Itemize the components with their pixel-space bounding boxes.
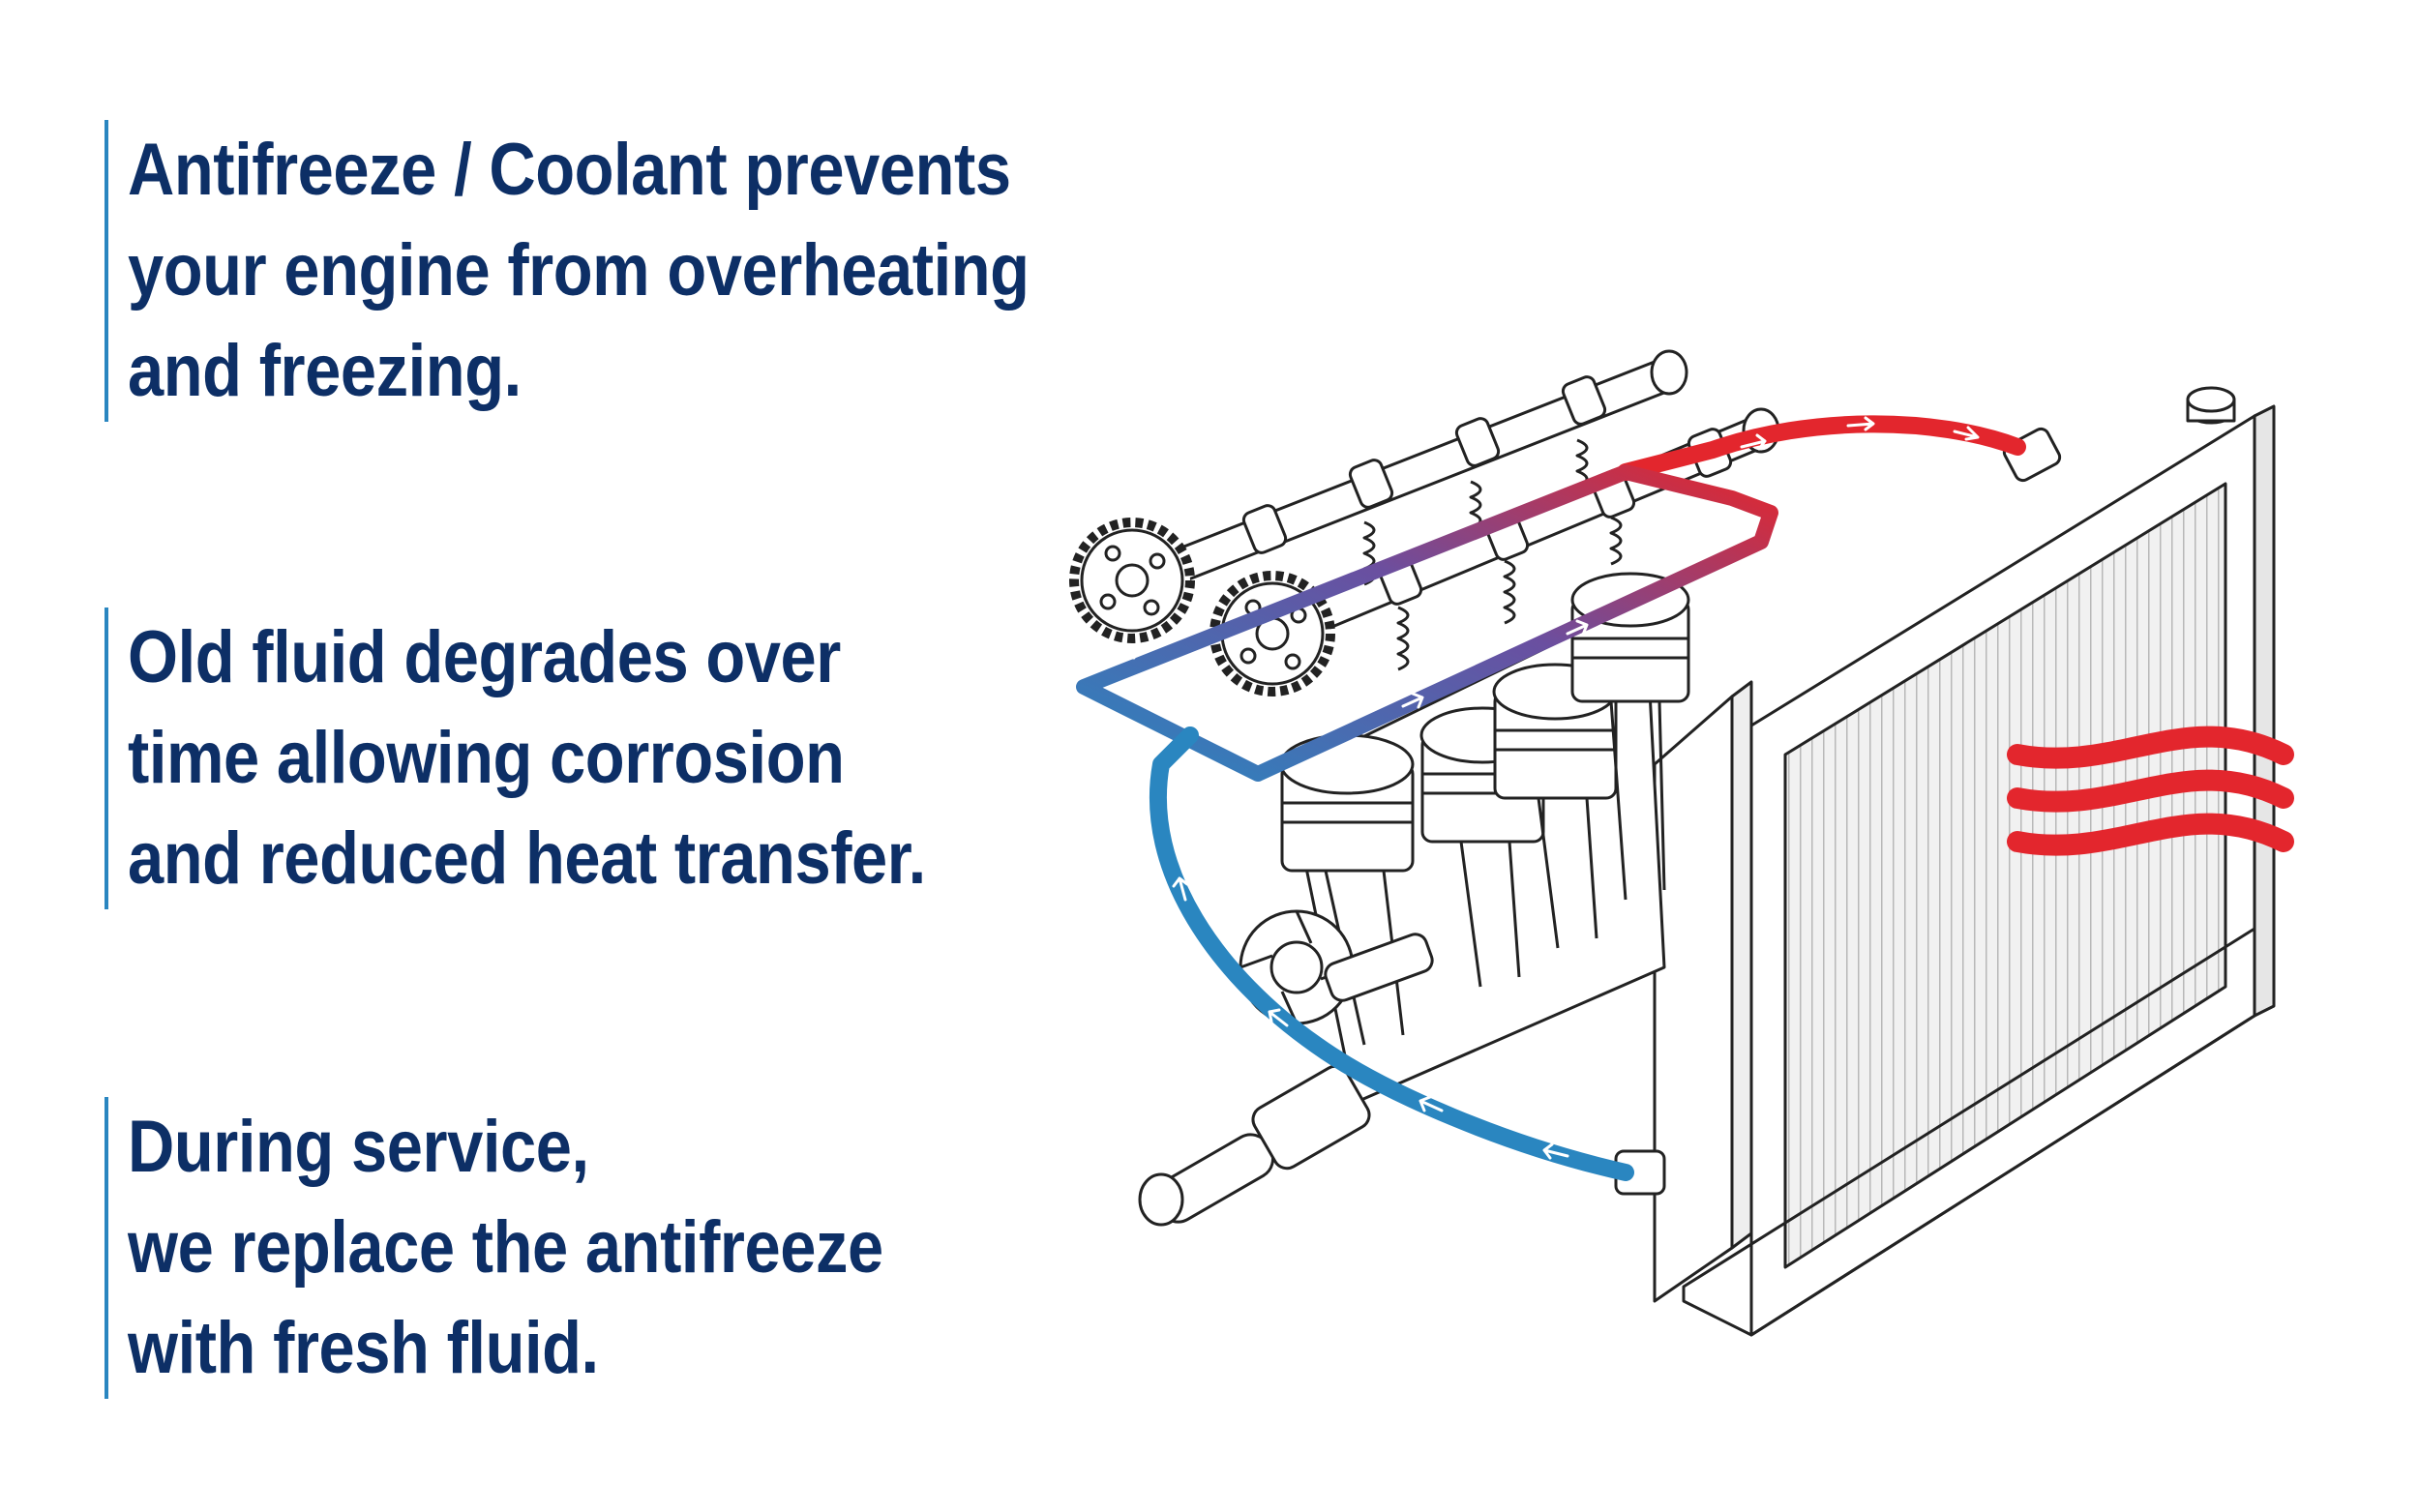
radiator-core <box>1783 482 2227 1269</box>
coolant-hoses <box>1076 415 2026 1181</box>
radiator-side-tank-face <box>1730 680 1753 1250</box>
heat-waves <box>2007 726 2294 856</box>
pistons <box>1279 572 1690 873</box>
radiator-right-edge <box>2253 404 2276 1018</box>
info-line: your engine from overheating <box>128 229 1030 311</box>
piston-3 <box>1492 663 1618 800</box>
flow-arrows <box>1122 416 1980 1160</box>
info-line: Old fluid degrades over <box>128 616 841 698</box>
info-line: and freezing. <box>128 330 522 412</box>
radiator-side-tank <box>1653 695 1734 1303</box>
info-line: and reduced heat transfer. <box>128 817 926 900</box>
info-line: During service, <box>128 1106 589 1188</box>
engine-cooling-diagram <box>1069 349 2294 1337</box>
heat-wave-2 <box>2007 769 2294 813</box>
heat-wave-1 <box>2007 726 2294 769</box>
info-block-service: During service, we replace the antifreez… <box>105 1097 986 1399</box>
info-line: with fresh fluid. <box>128 1307 599 1389</box>
heat-wave-3 <box>2007 813 2294 856</box>
crankshaft <box>1138 1064 1371 1227</box>
info-line: Antifreeze / Coolant prevents <box>128 129 1011 211</box>
mixed-coolant-loop <box>1076 464 1778 782</box>
piston-4 <box>1570 572 1690 703</box>
info-block-degradation: Old fluid degrades over time allowing co… <box>105 608 1034 909</box>
engine-block <box>1138 572 1690 1227</box>
info-line: time allowing corrosion <box>128 717 845 799</box>
timing-gear-rear <box>1069 518 1195 643</box>
cam-lobes-rear <box>1241 375 1607 554</box>
radiator-inlet-fitting <box>2002 427 2062 483</box>
cold-coolant-hose <box>1149 726 1634 1181</box>
connecting-rods <box>1324 700 1666 1046</box>
radiator <box>1614 386 2276 1337</box>
info-line: we replace the antifreeze <box>128 1206 883 1289</box>
info-block-overheating: Antifreeze / Coolant prevents your engin… <box>105 120 1152 422</box>
radiator-bottom-rail <box>1682 927 2256 1337</box>
